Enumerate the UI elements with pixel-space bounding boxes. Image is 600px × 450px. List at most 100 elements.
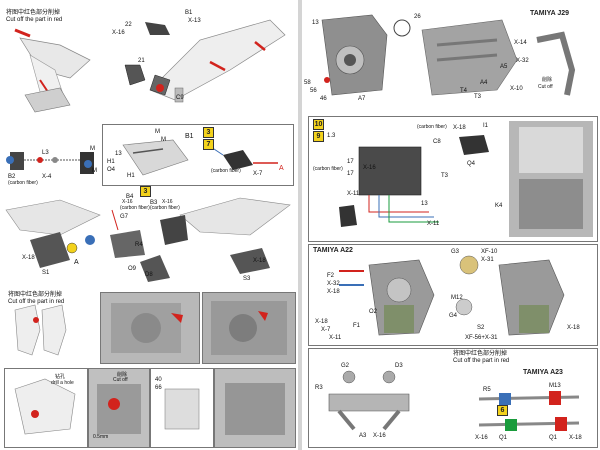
photo-part-1: 削除 Cut off 0.5mm <box>88 368 150 448</box>
label-carbon: (carbon fiber) <box>8 180 38 186</box>
step-3-badge: 3 <box>140 186 151 197</box>
label-diameter: 0.5mm <box>93 434 109 440</box>
step-3-badge: 3 <box>203 127 214 138</box>
frame-drawing <box>14 19 286 113</box>
label-g3: G3 <box>451 249 460 255</box>
label-x16: X-16 <box>122 199 133 205</box>
label-x32: X-32 <box>516 58 529 64</box>
right-page: 13 26 TAMIYA J29 A5 A4 T3 T4 X-14 X-32 X… <box>302 0 600 450</box>
label-13: 13 <box>312 20 319 26</box>
label-x13: X-13 <box>188 18 201 24</box>
label-t3: T3 <box>474 94 482 100</box>
label-m: M <box>155 129 160 135</box>
top-engine-drawing <box>321 14 576 96</box>
label-b2: B2 <box>8 174 16 180</box>
label-m2: M <box>92 168 97 174</box>
label-a: A <box>279 165 284 172</box>
label-a3: A3 <box>359 433 367 439</box>
label-xf56: XF-56+X-31 <box>465 335 498 341</box>
label-t4: T4 <box>460 88 468 94</box>
label-r5: R5 <box>483 387 491 393</box>
label-h1: H1 <box>107 159 115 165</box>
step-7-badge: 7 <box>203 139 214 150</box>
label-o2: O2 <box>369 309 378 315</box>
cut-warning-2: 将图中红色部分削掉 Cut off the part in red <box>8 292 64 306</box>
label-s2: S2 <box>477 325 485 331</box>
label-x16b: X-16 <box>475 435 488 441</box>
label-carbon2: (carbon fiber) <box>313 166 343 172</box>
label-a5: A5 <box>500 64 508 70</box>
warning-chinese: 将图中红色部分削掉 <box>6 10 61 16</box>
label-66: 66 <box>155 385 162 391</box>
label-q4: Q4 <box>467 161 476 167</box>
scale-label: 1.3 <box>327 133 336 139</box>
label-f2: F2 <box>327 273 335 279</box>
label-b1: B1 <box>185 133 194 140</box>
label-x7: X-7 <box>253 171 263 177</box>
label-o9: O9 <box>128 266 137 272</box>
label-26: 26 <box>414 14 421 20</box>
label-13: 13 <box>115 151 122 157</box>
label-drill-en: drill a hole <box>51 380 74 386</box>
warning-chinese: 将图中红色部分削掉 <box>453 351 508 357</box>
step-10-badge: 10 <box>313 119 324 130</box>
label-x18c: X-18 <box>567 325 580 331</box>
engine-panel-svg <box>339 255 565 336</box>
wiring-drawing <box>6 152 94 174</box>
label-cut: 削除 <box>117 372 128 378</box>
label-m13: M13 <box>549 383 561 389</box>
label-x7: X-7 <box>321 327 331 333</box>
step-9-badge: 9 <box>313 131 324 142</box>
label-x4: X-4 <box>42 174 52 180</box>
warning-english: Cut off the part in red <box>8 299 65 305</box>
label-13: 13 <box>421 201 428 207</box>
label-r4: R4 <box>135 242 143 248</box>
label-b4: B4 <box>126 194 134 200</box>
label-m2: M <box>161 137 166 143</box>
label-x18: X-18 <box>327 289 340 295</box>
bottom-panel-svg <box>328 370 580 431</box>
label-cut: 削除 <box>542 77 553 83</box>
label-d8: D8 <box>145 272 153 278</box>
tamiya-a22-label: TAMIYA A22 <box>313 247 353 254</box>
binding-gutter <box>298 0 302 450</box>
label-x10: X-10 <box>510 86 523 92</box>
label-a7: A7 <box>358 96 366 102</box>
label-s1: S1 <box>42 270 50 276</box>
bottom-drawing-1: 钻孔 drill a hole <box>4 368 88 448</box>
label-q1: Q1 <box>499 435 508 441</box>
label-17: 17 <box>347 159 354 165</box>
photo-engine-2 <box>202 292 296 364</box>
tamiya-j29-label: TAMIYA J29 <box>530 10 570 17</box>
label-a4: A4 <box>480 80 488 86</box>
engine-cut-drawing <box>14 304 67 356</box>
label-x14: X-14 <box>514 40 527 46</box>
step-6-badge: 6 <box>497 405 508 416</box>
label-m12: M12 <box>451 295 463 301</box>
label-d3: D3 <box>395 363 403 369</box>
label-carbon: (carbon fiber) <box>120 205 150 211</box>
label-c9: C9 <box>176 95 184 101</box>
label-x11: X-11 <box>347 191 360 197</box>
label-40: 40 <box>155 377 162 383</box>
label-l3: L3 <box>42 150 49 156</box>
label-carbon: (carbon fiber) <box>211 168 241 174</box>
label-x31: X-31 <box>481 257 494 263</box>
label-g4: G4 <box>449 313 458 319</box>
warning-english: Cut off the part in red <box>6 17 63 23</box>
warning-chinese: 将图中红色部分削掉 <box>8 292 63 298</box>
label-drill: 钻孔 <box>55 374 66 380</box>
label-q1b: Q1 <box>549 435 558 441</box>
label-x16: X-16 <box>373 433 386 439</box>
label-46: 46 <box>320 96 327 102</box>
photo-part-2 <box>214 368 296 448</box>
label-x16: X-16 <box>112 30 125 36</box>
label-h1b: H1 <box>127 173 135 179</box>
photo-part-2-svg <box>225 383 285 435</box>
label-t3: T3 <box>441 173 449 179</box>
label-cut-en: Cut off <box>113 377 128 383</box>
label-i1: I1 <box>483 123 489 129</box>
label-carbon2: (carbon fiber) <box>150 205 180 211</box>
label-r3: R3 <box>315 385 323 391</box>
